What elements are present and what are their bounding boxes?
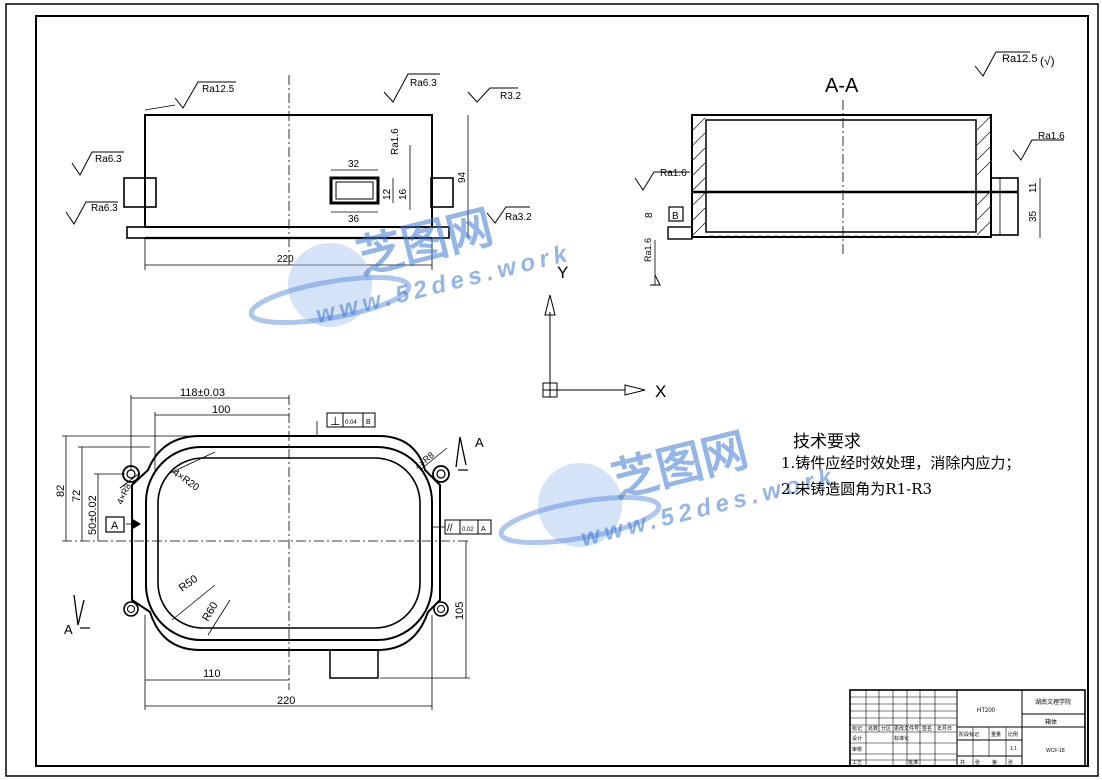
part-name: 箱体 <box>1045 718 1057 726</box>
global-roughness-note: (√) <box>1040 54 1055 68</box>
tb-head-6: 年月日 <box>937 725 952 732</box>
axis-y-label: Y <box>557 263 568 282</box>
view-arrow-a-left: A <box>64 622 73 637</box>
datum-a-box <box>105 516 125 533</box>
front-rough-4: Ra6.3 <box>95 154 122 165</box>
requirements-title: 技术要求 <box>793 432 861 452</box>
tb-head-5: 签名 <box>922 725 932 732</box>
requirement-item-1: 1.铸件应经时效处理，消除内应力； <box>781 454 1021 472</box>
axis-x-label: X <box>655 382 666 401</box>
axis-symbol <box>542 294 646 398</box>
front-dim-12: 12 <box>382 188 393 200</box>
dim-4r20: 4×R20 <box>170 467 201 493</box>
dim-4r8-left: 4×R8 <box>115 482 133 506</box>
par-datum: A <box>481 526 486 533</box>
title-block <box>849 689 1086 767</box>
tb-row-3: 审核 <box>852 746 862 753</box>
tb-stage-1: 阶段标记 <box>959 731 979 738</box>
par-symbol: // <box>447 523 453 534</box>
front-dim-220: 220 <box>277 254 294 265</box>
tb-scale: 1:1 <box>1010 746 1017 752</box>
watermark-globe-icon <box>248 243 662 547</box>
product-code: HT200 <box>977 708 996 714</box>
dim-105: 105 <box>454 602 466 620</box>
datum-a: A <box>111 520 119 532</box>
dim-50: 50±0.02 <box>87 495 99 535</box>
perp-symbol: ⊥ <box>330 414 340 428</box>
global-roughness: Ra12.5 <box>1002 53 1037 65</box>
tb-sheet-2: 张 <box>975 759 980 766</box>
tb-head-4: 更改文件号 <box>894 725 919 732</box>
dim-220-bottom: 220 <box>277 695 295 707</box>
perp-value: 0.04 <box>345 420 357 426</box>
section-view <box>634 100 1064 286</box>
tb-head-1: 标记 <box>852 725 862 732</box>
tb-sheet-3: 第 <box>992 759 997 766</box>
front-view <box>65 73 530 270</box>
dim-118: 118±0.03 <box>180 387 225 399</box>
tb-stage-2: 重量 <box>991 731 1001 738</box>
section-view-labels: A-A Ra1.6 Ra1.6 Ra1.6 B 11 35 8 <box>643 75 1065 262</box>
section-hatching <box>692 116 991 237</box>
front-rough-7: Ra3.2 <box>505 212 532 223</box>
section-dim-11: 11 <box>1028 182 1039 193</box>
tb-row-2: 标准化 <box>894 735 909 742</box>
tb-row-5: 批准 <box>908 759 918 766</box>
front-dim-16: 16 <box>398 188 409 200</box>
front-dim-36: 36 <box>348 214 360 225</box>
section-rough-3: Ra1.6 <box>643 238 653 262</box>
tb-row-4: 工艺 <box>852 760 862 766</box>
dim-110: 110 <box>203 668 221 680</box>
dim-72: 72 <box>71 490 83 502</box>
front-rough-6: Ra1.6 <box>390 128 401 155</box>
tb-row-1: 设计 <box>852 735 862 742</box>
front-rough-2: Ra6.3 <box>410 78 437 89</box>
front-rough-1: Ra12.5 <box>202 84 235 95</box>
requirement-item-2: 2.未铸造圆角为R1-R3 <box>781 480 933 498</box>
dim-100: 100 <box>212 404 230 416</box>
section-datum-b-box <box>668 206 684 222</box>
section-rough-2: Ra1.6 <box>1038 131 1065 142</box>
section-dim-8: 8 <box>644 212 655 218</box>
front-view-labels: Ra12.5 Ra6.3 R3.2 Ra6.3 Ra6.3 Ra1.6 Ra3.… <box>91 78 532 265</box>
front-rough-3: R3.2 <box>500 91 522 102</box>
dim-82: 82 <box>55 485 67 497</box>
tb-sheet-1: 共 <box>960 759 965 766</box>
section-rough-1: Ra1.6 <box>660 168 687 179</box>
section-title: A-A <box>825 75 859 97</box>
view-arrow-a-right: A <box>475 435 484 450</box>
front-dim-32: 32 <box>348 159 360 170</box>
title-block-text: HT200 湖南文理学院 箱体 WCF-18 标记 处数 分区 更改文件号 签名… <box>852 698 1071 766</box>
par-value: 0.02 <box>462 527 474 533</box>
front-rough-5: Ra6.3 <box>91 203 118 214</box>
inner-frame <box>35 15 1089 767</box>
front-dim-94: 94 <box>457 171 468 183</box>
dim-r50: R50 <box>177 573 200 594</box>
section-dim-35: 35 <box>1028 210 1039 222</box>
section-datum-b: B <box>672 211 679 222</box>
top-view <box>62 395 470 710</box>
tb-sheet-4: 张 <box>1008 759 1013 766</box>
tb-head-2: 处数 <box>868 725 878 732</box>
par-tolerance-frame <box>444 519 492 535</box>
tb-stage-3: 比例 <box>1008 731 1018 738</box>
outer-frame <box>5 3 1099 777</box>
perp-datum: B <box>366 419 371 426</box>
global-roughness-symbol <box>974 51 1030 77</box>
drawing-no: WCF-18 <box>1046 748 1065 754</box>
perp-tolerance-frame <box>326 412 376 428</box>
tb-head-3: 分区 <box>881 725 891 732</box>
school-name: 湖南文理学院 <box>1035 698 1071 706</box>
